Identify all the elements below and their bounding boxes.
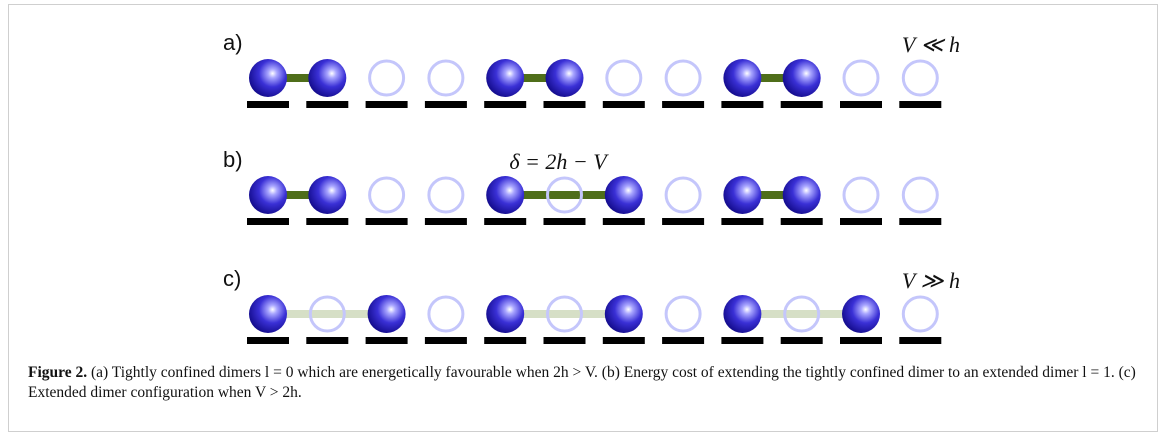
figure-caption: Figure 2. (a) Tightly confined dimers l … [28,363,1138,403]
empty-site [842,59,880,97]
site-bar [424,101,467,108]
dimer-bond [268,191,328,199]
dimer-bond [505,74,565,82]
site-bar [424,218,467,225]
empty-site [427,295,465,333]
site-bar [721,337,764,344]
site-bar [840,337,882,344]
lattice-row-3: c) V ≫ h [223,266,960,344]
empty-site [842,176,880,214]
lattice-row-2: b) δ = 2h − V [223,147,942,225]
empty-site [546,176,583,214]
empty-site [368,59,406,97]
dimer-bond [505,310,624,318]
empty-site [664,295,702,333]
site-bar [780,218,823,225]
site-bar [247,101,289,108]
site-bar [602,218,645,225]
dimer-bond [742,191,802,199]
site-bar [602,337,645,344]
empty-site [605,59,643,97]
site-bar [543,218,586,225]
panel-label: c) [223,266,241,291]
site-bar [484,337,527,344]
site-bar [721,218,764,225]
empty-site [901,59,939,97]
empty-site [546,295,583,333]
site-bar [365,101,408,108]
occupied-site [249,59,287,97]
caption-prefix: Figure 2. [28,364,88,381]
panel-annotation: V ≫ h [902,268,960,293]
empty-site [901,295,939,333]
panel-label: b) [223,147,243,172]
dimer-bond [742,74,802,82]
occupied-site [249,176,287,214]
site-bar [365,337,408,344]
site-bar [484,101,527,108]
site-bar [780,101,823,108]
site-bar [899,218,942,225]
site-bar [424,337,467,344]
empty-site [308,295,346,333]
empty-site [664,59,702,97]
occupied-site [604,176,643,214]
panel-annotation: δ = 2h − V [509,149,609,174]
panel-label: a) [223,30,243,55]
occupied-site [486,59,525,97]
site-bar [602,101,645,108]
occupied-site [367,295,406,333]
dimer-bond [268,74,328,82]
site-bar [365,218,408,225]
panel-annotation: V ≪ h [902,32,960,57]
occupied-site [249,295,287,333]
site-bar [247,337,289,344]
caption-text: (a) Tightly confined dimers l = 0 which … [28,364,1136,401]
occupied-site [486,176,525,214]
site-bar [662,337,705,344]
site-bar [899,337,942,344]
site-bar [662,101,705,108]
site-bar [484,218,527,225]
site-bar [662,218,705,225]
occupied-site [545,59,584,97]
empty-site [783,295,821,333]
site-bar [780,337,823,344]
site-bar [247,218,289,225]
dimer-bond [268,310,387,318]
empty-site [368,176,406,214]
occupied-site [723,176,762,214]
lattice-row-1: a) V ≪ h [223,30,960,108]
empty-site [901,176,939,214]
site-bar [306,101,349,108]
occupied-site [842,295,880,333]
occupied-site [723,59,762,97]
occupied-site [782,59,821,97]
empty-site [664,176,702,214]
dimer-bond [742,310,861,318]
occupied-site [782,176,821,214]
empty-site [427,176,465,214]
site-bar [543,337,586,344]
occupied-site [308,59,347,97]
site-bar [306,218,349,225]
dimer-figure: a) V ≪ h b) δ = 2h − V c) V ≫ h [223,30,960,344]
empty-site [427,59,465,97]
site-bar [306,337,349,344]
site-bar [840,101,882,108]
site-bar [543,101,586,108]
occupied-site [308,176,347,214]
dimer-bond [505,191,624,199]
site-bar [721,101,764,108]
occupied-site [723,295,762,333]
occupied-site [604,295,643,333]
occupied-site [486,295,525,333]
site-bar [899,101,942,108]
site-bar [840,218,882,225]
